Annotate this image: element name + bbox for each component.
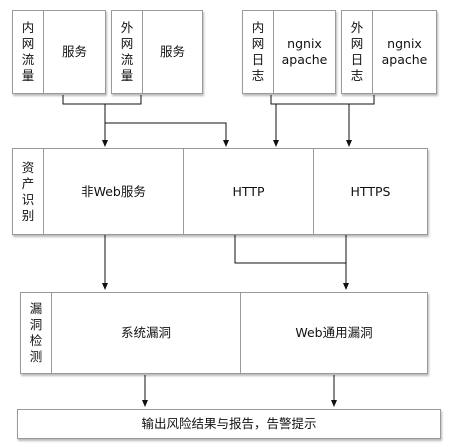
asset-item-non-web: 非Web服务 (81, 183, 146, 199)
asset-identification-box: 资 产 识 别 非Web服务 HTTP HTTPS (12, 148, 428, 235)
source-label: 外 网 流 量 (120, 20, 134, 83)
source-content: 服务 (159, 44, 185, 59)
branch-to-http-left (105, 122, 229, 147)
source-box-external-log: 外 网 日 志 ngnix apache (341, 10, 437, 94)
vuln-item-system: 系统漏洞 (120, 325, 171, 340)
source-box-external-traffic: 外 网 流 量 服务 (111, 10, 203, 94)
asset-item-https: HTTPS (350, 183, 391, 199)
source-content: ngnix apache (281, 36, 328, 67)
vulnerability-detection-label: 漏 洞 检 测 (29, 301, 43, 364)
output-label: 输出风险结果与报告，告警提示 (141, 416, 317, 431)
http-https-merge (234, 235, 346, 264)
source-box-internal-traffic: 内 网 流 量 服务 (12, 10, 106, 94)
merge-line-left (62, 95, 142, 105)
merge-line-right (270, 95, 375, 105)
asset-identification-label: 资 产 识 别 (21, 159, 35, 223)
source-box-internal-log: 内 网 日 志 ngnix apache (242, 10, 336, 94)
source-label: 内 网 流 量 (21, 20, 35, 83)
source-content: 服务 (61, 44, 87, 59)
source-content: ngnix apache (381, 36, 428, 67)
source-label: 内 网 日 志 (251, 20, 265, 83)
vuln-item-web-common: Web通用漏洞 (295, 325, 373, 340)
vulnerability-detection-box: 漏 洞 检 测 系统漏洞 Web通用漏洞 (20, 292, 428, 374)
asset-item-http: HTTP (232, 183, 265, 199)
source-label: 外 网 日 志 (350, 20, 364, 83)
output-box: 输出风险结果与报告，告警提示 (17, 409, 441, 439)
